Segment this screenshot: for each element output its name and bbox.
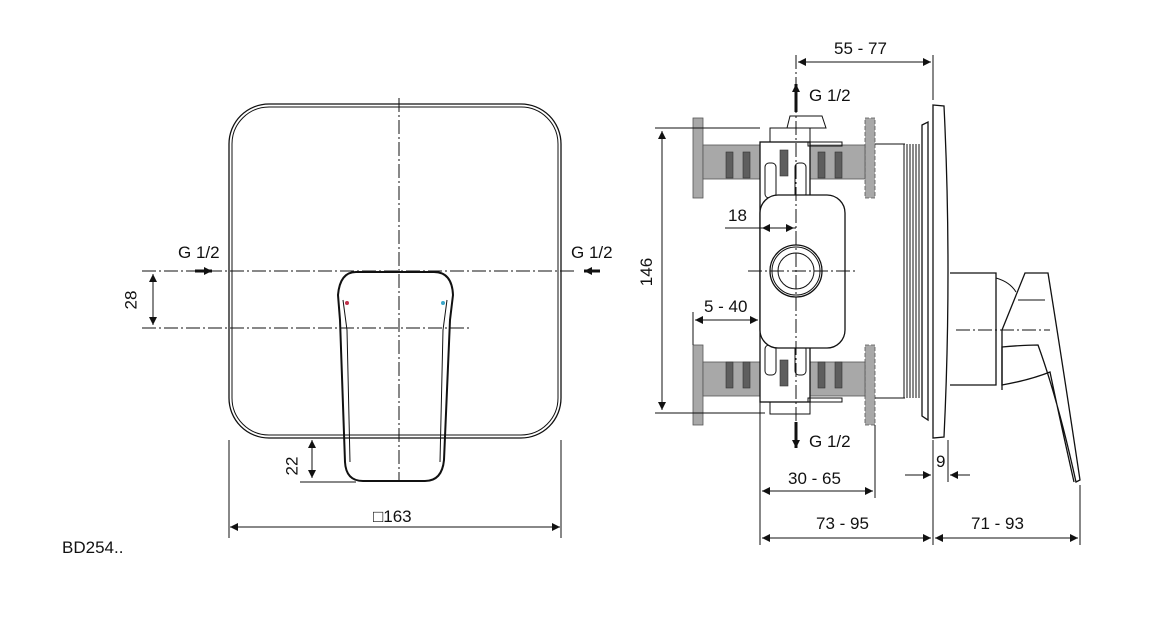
lever-handle	[1001, 272, 1081, 483]
plate-size-label: □163	[373, 507, 412, 526]
dim-71-93-label: 71 - 93	[971, 514, 1024, 533]
outlet-top-label: G 1/2	[809, 86, 851, 105]
dim-146-label: 146	[637, 257, 657, 287]
threaded-sleeve	[903, 144, 923, 398]
inlet-right-label: G 1/2	[571, 243, 613, 262]
dim-9-label: 9	[936, 452, 946, 471]
dim-22-label: 22	[282, 456, 302, 476]
mixer-handle	[336, 271, 455, 482]
dim-5-40-label: 5 - 40	[704, 297, 748, 316]
side-view	[655, 55, 1081, 545]
cold-indicator-icon	[441, 301, 445, 305]
inlet-left-label: G 1/2	[178, 243, 220, 262]
model-code-label: BD254..	[62, 538, 124, 557]
hot-indicator-icon	[345, 301, 349, 305]
dim-55-77-label: 55 - 77	[834, 39, 887, 58]
front-view	[142, 98, 600, 538]
dim-73-95-label: 73 - 95	[816, 514, 869, 533]
outlet-bottom-label: G 1/2	[809, 432, 851, 451]
dim-28-label: 28	[121, 290, 141, 310]
dim-18-label: 18	[728, 206, 747, 225]
dim-30-65-label: 30 - 65	[788, 469, 841, 488]
